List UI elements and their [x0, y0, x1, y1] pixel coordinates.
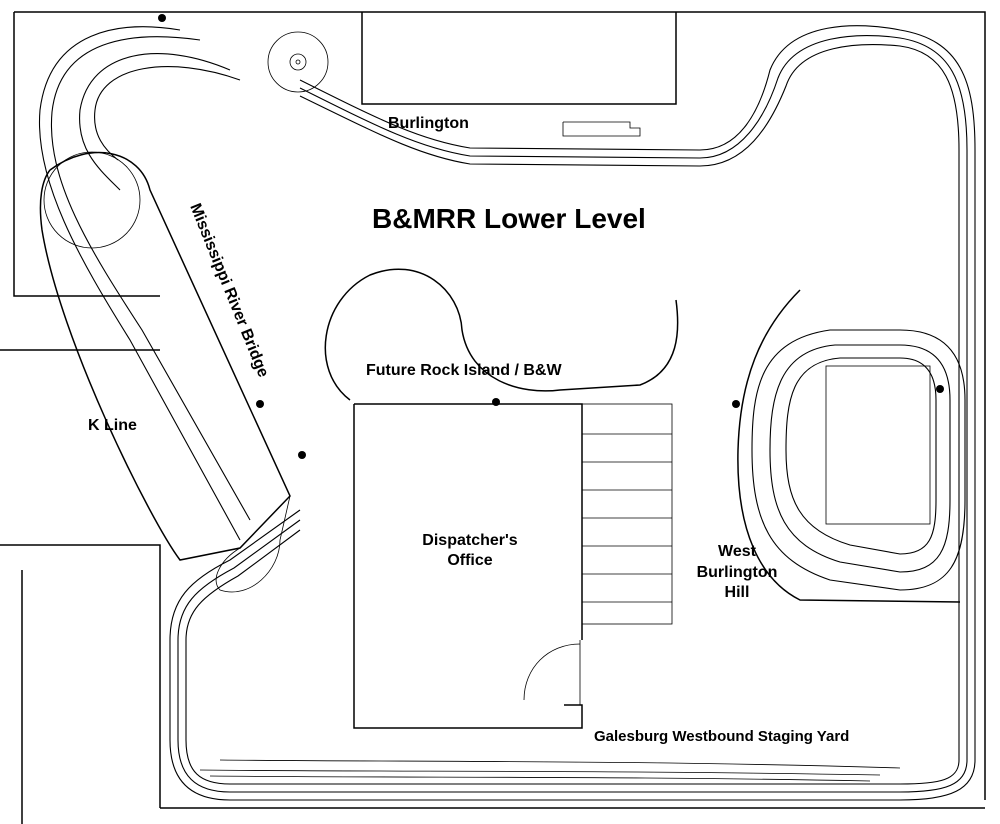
- room-walls: [0, 11, 986, 824]
- label-dispatchers-office-line1: Dispatcher's: [422, 532, 518, 549]
- label-galesburg-staging-yard: Galesburg Westbound Staging Yard: [594, 728, 849, 745]
- label-future-rock-island: Future Rock Island / B&W: [366, 362, 562, 379]
- label-burlington: Burlington: [388, 115, 469, 132]
- label-dispatchers-office-line2: Office: [447, 552, 492, 569]
- future-rock-island-peninsula: [324, 268, 679, 401]
- river-bridge-peninsula: [39, 151, 291, 593]
- support-posts: [158, 14, 944, 459]
- label-west-burlington-line3: Hill: [725, 584, 750, 601]
- stairway: [581, 403, 673, 625]
- label-west-burlington-line1: West: [718, 543, 757, 560]
- west-burlington-peninsula: [737, 289, 961, 603]
- mainline-tracks: [38, 25, 976, 801]
- diagram-title: B&MRR Lower Level: [372, 203, 646, 234]
- label-west-burlington-line2: Burlington: [697, 564, 778, 581]
- label-mississippi-river-bridge: Mississippi River Bridge: [186, 201, 271, 380]
- burlington-structure: [267, 31, 641, 137]
- label-k-line: K Line: [88, 417, 137, 434]
